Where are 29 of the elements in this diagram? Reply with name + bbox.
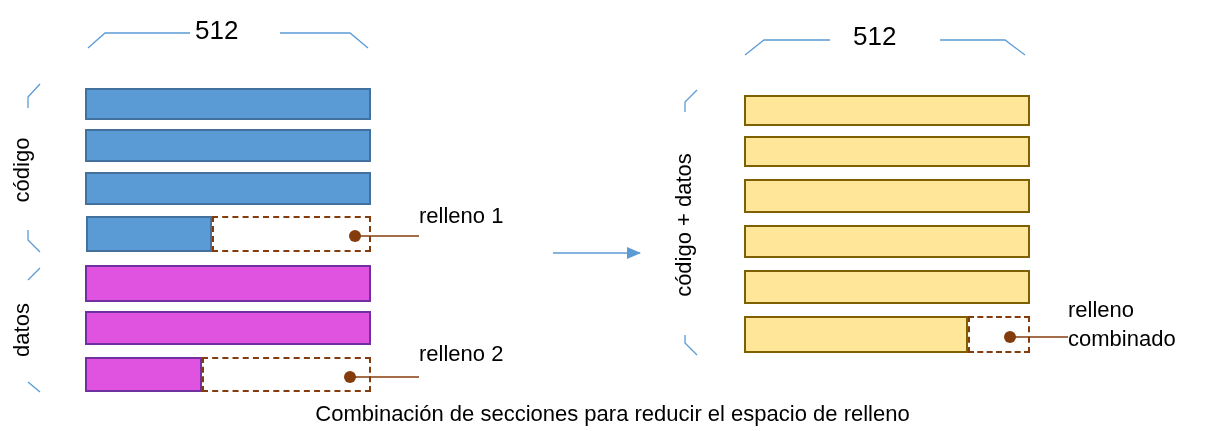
leader-line — [1004, 331, 1069, 343]
memory-block — [744, 179, 1030, 213]
padding-area — [202, 357, 371, 392]
memory-block — [744, 225, 1030, 258]
dimension-label: 512 — [195, 14, 239, 47]
bracket-label: datos — [7, 303, 35, 357]
memory-block — [85, 129, 371, 162]
memory-block — [744, 270, 1030, 304]
callout-label: relleno 2 — [419, 340, 539, 369]
padding-area — [968, 316, 1030, 353]
leader-line — [344, 371, 420, 383]
memory-block — [85, 357, 202, 392]
memory-block — [86, 216, 212, 252]
memory-block — [85, 265, 371, 302]
callout-label: relleno 1 — [419, 202, 539, 231]
padding-area — [212, 216, 371, 252]
bracket-label: código + datos — [669, 153, 699, 297]
bracket-label: código — [7, 137, 35, 203]
memory-block — [744, 316, 968, 353]
memory-block — [85, 311, 371, 345]
memory-block — [85, 88, 371, 120]
dimension-label: 512 — [853, 20, 897, 53]
arrow — [552, 247, 641, 259]
callout-label: relleno combinado — [1068, 296, 1218, 354]
caption: Combinación de secciones para reducir el espacio de relleno — [314, 400, 911, 428]
memory-block — [744, 136, 1030, 167]
leader-line — [349, 230, 420, 242]
memory-block — [85, 172, 371, 205]
memory-block — [744, 95, 1030, 126]
